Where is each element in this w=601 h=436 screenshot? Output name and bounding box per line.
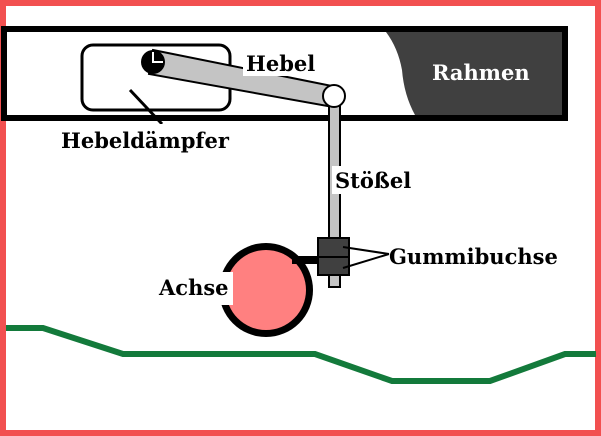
rod-joint	[322, 84, 346, 108]
lever-label: Hebel	[246, 51, 315, 76]
lever-label-bg	[243, 50, 317, 76]
lever-damper-label-bg	[58, 124, 230, 154]
lever-pivot-mark	[152, 52, 163, 63]
axle-arm	[292, 256, 322, 264]
axle	[226, 250, 306, 330]
damper-pointer-line	[128, 88, 164, 126]
bushing-pointer-lower	[342, 253, 390, 269]
lever-damper-label: Hebeldämpfer	[61, 128, 230, 153]
frame-label: Rahmen	[432, 60, 530, 85]
push-rod-label: Stößel	[335, 168, 411, 193]
bushing-pointer-upper	[342, 246, 390, 255]
rubber-bushing-label: Gummibuchse	[389, 244, 558, 269]
ground-line	[6, 325, 596, 384]
axle-label-bg	[156, 272, 233, 305]
push-rod-label-bg	[332, 166, 410, 194]
frame-dark-block	[386, 32, 562, 115]
axle-label: Achse	[158, 275, 229, 300]
